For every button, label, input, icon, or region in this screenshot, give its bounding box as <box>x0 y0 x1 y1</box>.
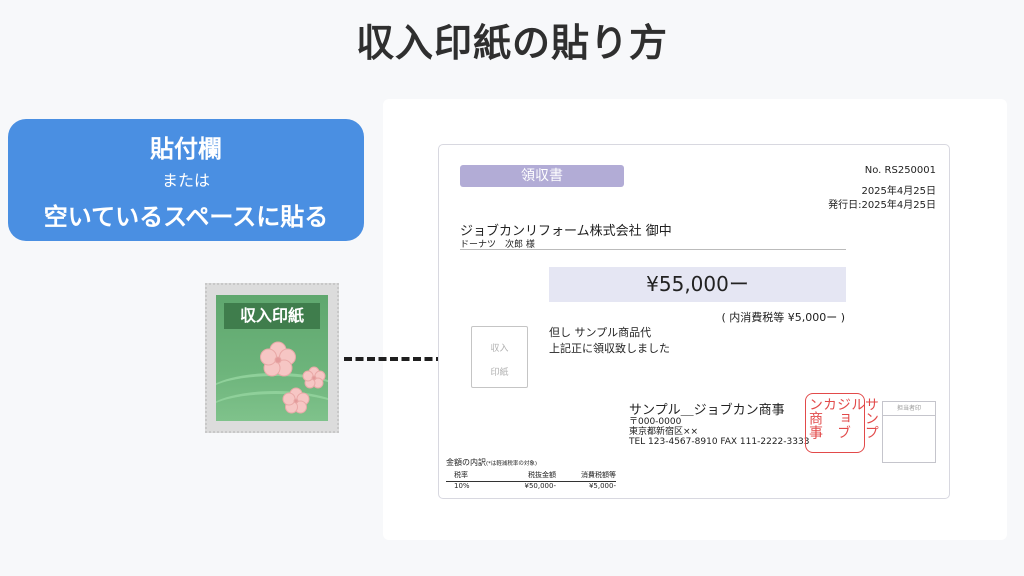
header-cell: 税抜金額 <box>528 471 556 479</box>
memo-line-1: 但し サンプル商品代 <box>549 326 652 339</box>
receipt-issue-date: 発行日:2025年4月25日 <box>828 200 936 211</box>
header-cell: 税率 <box>454 471 468 479</box>
stamp-face: 収入印紙 <box>216 295 328 421</box>
receipt-document: 領収書 No. RS250001 2025年4月25日 発行日:2025年4月2… <box>438 144 950 499</box>
issuer-contact: TEL 123-4567-8910 FAX 111-2222-3333 <box>629 437 810 447</box>
stamp-box-line-2: 印紙 <box>490 368 509 378</box>
issuer-company: サンプル＿ジョブカン商事 <box>629 403 785 418</box>
receipt-person: ドーナツ 次郎 様 <box>460 240 535 250</box>
stamp-label: 収入印紙 <box>224 303 320 329</box>
breakdown-note: (*は軽減税率の対象) <box>486 461 538 467</box>
header-cell: 消費税額等 <box>581 471 616 479</box>
page-title: 収入印紙の貼り方 <box>355 21 668 65</box>
issuer-postal: 〒000-0000 <box>629 417 682 427</box>
revenue-stamp-icon: 収入印紙 <box>205 283 339 433</box>
receipt-number: No. RS250001 <box>864 165 936 176</box>
seal-col-1: サンプル <box>849 397 879 439</box>
callout-line-3: 空いているスペースに貼る <box>43 203 329 231</box>
dashed-arrow-icon <box>344 357 444 361</box>
receipt-amount: ¥55,000ー <box>549 267 846 302</box>
cell: 10% <box>454 482 470 490</box>
breakdown-title-text: 金額の内訳 <box>446 458 486 467</box>
callout-line-1: 貼付欄 <box>150 135 222 163</box>
receipt-date: 2025年4月25日 <box>861 186 936 197</box>
cherry-blossom-icon <box>260 341 326 414</box>
breakdown-header-row: 税率 税抜金額 消費税額等 <box>446 470 616 482</box>
instruction-callout: 貼付欄 または 空いているスペースに貼る <box>8 119 364 241</box>
memo-line-2: 上記正に領収致しました <box>549 342 670 355</box>
receipt-title: 領収書 <box>460 165 624 187</box>
addressee-underline <box>460 249 846 250</box>
company-seal-icon: サンプル ジョブカ ン商事 <box>805 393 879 453</box>
cell: ¥50,000- <box>524 482 556 490</box>
in-charge-seal-box: 担当者印 <box>882 401 936 463</box>
stamp-box-line-1: 収入 <box>490 344 509 354</box>
wave-decoration <box>216 391 328 421</box>
callout-line-2: または <box>161 171 210 190</box>
seal-col-2: ジョブカ <box>821 397 851 439</box>
receipt-tax-note: ( 内消費税等 ¥5,000ー ) <box>721 311 845 324</box>
receipt-addressee: ジョブカンリフォーム株式会社 御中 <box>460 224 672 239</box>
cell: ¥5,000- <box>588 482 616 490</box>
in-charge-label: 担当者印 <box>883 402 935 416</box>
issuer-address-block: 〒000-0000 東京都新宿区×× TEL 123-4567-8910 FAX… <box>629 417 809 447</box>
receipt-memo: 但し サンプル商品代 上記正に領収致しました <box>549 325 670 357</box>
issuer-address: 東京都新宿区×× <box>629 427 699 437</box>
table-row: 10% ¥50,000- ¥5,000- <box>446 482 616 490</box>
breakdown-title: 金額の内訳(*は軽減税率の対象) <box>446 457 537 468</box>
seal-col-3: ン商事 <box>807 397 823 439</box>
stamp-placement-box: 収入 印紙 <box>471 326 528 388</box>
breakdown-table: 税率 税抜金額 消費税額等 10% ¥50,000- ¥5,000- <box>446 470 616 490</box>
